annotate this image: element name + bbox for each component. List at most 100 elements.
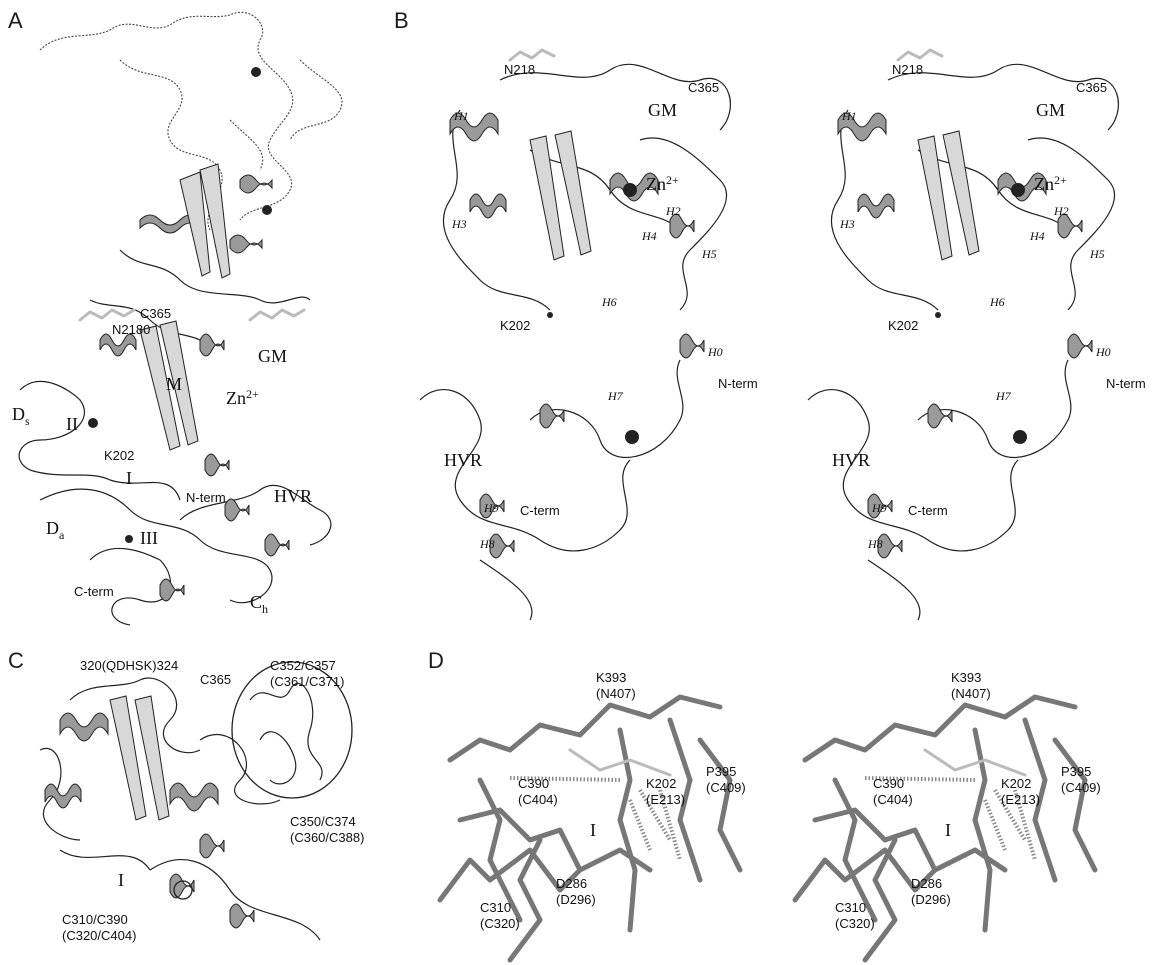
label-k202: K202 (104, 448, 134, 463)
label-gm: GM (258, 346, 287, 366)
metal-ion-icon (262, 205, 272, 215)
label-ii: II (66, 414, 78, 434)
label-c310-left: C310 (480, 900, 511, 915)
label-h3-right: H3 (839, 217, 855, 231)
label-k202-left: K202 (500, 318, 530, 333)
label-zn-left: Zn2+ (646, 173, 679, 194)
label-i: I (126, 468, 132, 488)
label-c320-right: (C320) (835, 916, 875, 931)
label-ds: Ds (12, 404, 30, 428)
label-hvr-right: HVR (832, 450, 870, 470)
label-h7-right: H7 (995, 389, 1012, 403)
label-d286-left: D286 (556, 876, 587, 891)
label-cterm: C-term (74, 584, 114, 599)
label-c404-right: (C404) (873, 792, 913, 807)
label-n2180: N2180 (112, 322, 150, 337)
label-c320-404: (C320/C404) (62, 928, 136, 943)
label-h2-right: H2 (1053, 204, 1069, 218)
panel-d-structure: K393 (N407) C390 (C404) K202 (E213) P395… (420, 640, 1155, 965)
panel-a: A C365 N2180 (0, 0, 380, 640)
label-k202-right: K202 (888, 318, 918, 333)
panel-b-structure: N218 C365 GM Zn2+ H1 H2 H3 H4 H5 H6 H0 H… (380, 0, 1155, 640)
label-ch: Ch (250, 592, 268, 616)
label-h5-right: H5 (1089, 247, 1105, 261)
label-gm-left: GM (648, 100, 677, 120)
label-motif: 320(QDHSK)324 (80, 658, 178, 673)
label-k202-right: K202 (1001, 776, 1031, 791)
label-nterm: N-term (186, 490, 226, 505)
label-i: I (118, 870, 124, 890)
label-gm-right: GM (1036, 100, 1065, 120)
label-n407-right: (N407) (951, 686, 991, 701)
label-c404-left: (C404) (518, 792, 558, 807)
label-h9-right: H9 (871, 501, 887, 515)
panel-a-structure: C365 N2180 GM Zn2+ M Ds II K202 I N-term… (0, 0, 380, 640)
label-h1-right: H1 (841, 109, 857, 123)
panel-d: D (420, 640, 1155, 965)
label-c365-left: C365 (688, 80, 719, 95)
label-c352-357: C352/C357 (270, 658, 336, 673)
label-i-right: I (945, 820, 951, 840)
label-c310-390: C310/C390 (62, 912, 128, 927)
label-h5-left: H5 (701, 247, 717, 261)
label-n218-left: N218 (504, 62, 535, 77)
label-cterm-left: C-term (520, 503, 560, 518)
label-zn: Zn2+ (226, 387, 259, 408)
metal-ion-icon (251, 67, 261, 77)
panel-c-structure: 320(QDHSK)324 C365 C352/C357 (C361/C371)… (0, 640, 420, 965)
label-h8-left: H8 (479, 537, 495, 551)
label-k393-right: K393 (951, 670, 981, 685)
label-p395-left: P395 (706, 764, 736, 779)
label-h9-left: H9 (483, 501, 499, 515)
label-c365: C365 (200, 672, 231, 687)
label-c365: C365 (140, 306, 171, 321)
label-c390-left: C390 (518, 776, 549, 791)
label-m: M (166, 374, 182, 394)
label-c320-left: (C320) (480, 916, 520, 931)
label-c365-right: C365 (1076, 80, 1107, 95)
label-h0-left: H0 (707, 345, 723, 359)
label-h3-left: H3 (451, 217, 467, 231)
label-hvr: HVR (274, 486, 312, 506)
label-e213-right: (E213) (1001, 792, 1040, 807)
label-d286-right: D286 (911, 876, 942, 891)
label-da: Da (46, 518, 65, 542)
metal-ion-icon (88, 418, 98, 428)
label-nterm-right: N-term (1106, 376, 1146, 391)
label-h6-left: H6 (601, 295, 617, 309)
label-c361-371: (C361/C371) (270, 674, 344, 689)
label-c390-right: C390 (873, 776, 904, 791)
label-h4-right: H4 (1029, 229, 1045, 243)
stereo-left (420, 50, 730, 620)
label-c310-right: C310 (835, 900, 866, 915)
label-c409-left: (C409) (706, 780, 746, 795)
label-cterm-right: C-term (908, 503, 948, 518)
label-i-left: I (590, 820, 596, 840)
label-e213-left: (E213) (646, 792, 685, 807)
label-h7-left: H7 (607, 389, 624, 403)
label-nterm-left: N-term (718, 376, 758, 391)
label-n218-right: N218 (892, 62, 923, 77)
label-n407-left: (N407) (596, 686, 636, 701)
metal-ion-icon (125, 535, 133, 543)
label-k202-left: K202 (646, 776, 676, 791)
label-c360-388: (C360/C388) (290, 830, 364, 845)
label-h1-left: H1 (453, 109, 469, 123)
label-d296-left: (D296) (556, 892, 596, 907)
label-c409-right: (C409) (1061, 780, 1101, 795)
label-c350-374: C350/C374 (290, 814, 356, 829)
panel-c: C 320(QDHSK)324 C365 C352/C357 (C361/C37… (0, 640, 420, 965)
label-hvr-left: HVR (444, 450, 482, 470)
label-k393-left: K393 (596, 670, 626, 685)
label-h2-left: H2 (665, 204, 681, 218)
label-iii: III (140, 528, 158, 548)
label-h8-right: H8 (867, 537, 883, 551)
label-h0-right: H0 (1095, 345, 1111, 359)
label-p395-right: P395 (1061, 764, 1091, 779)
stereo-right (808, 50, 1118, 620)
label-d296-right: (D296) (911, 892, 951, 907)
label-zn-right: Zn2+ (1034, 173, 1067, 194)
panel-b: B (380, 0, 1155, 640)
label-h6-right: H6 (989, 295, 1005, 309)
label-h4-left: H4 (641, 229, 657, 243)
